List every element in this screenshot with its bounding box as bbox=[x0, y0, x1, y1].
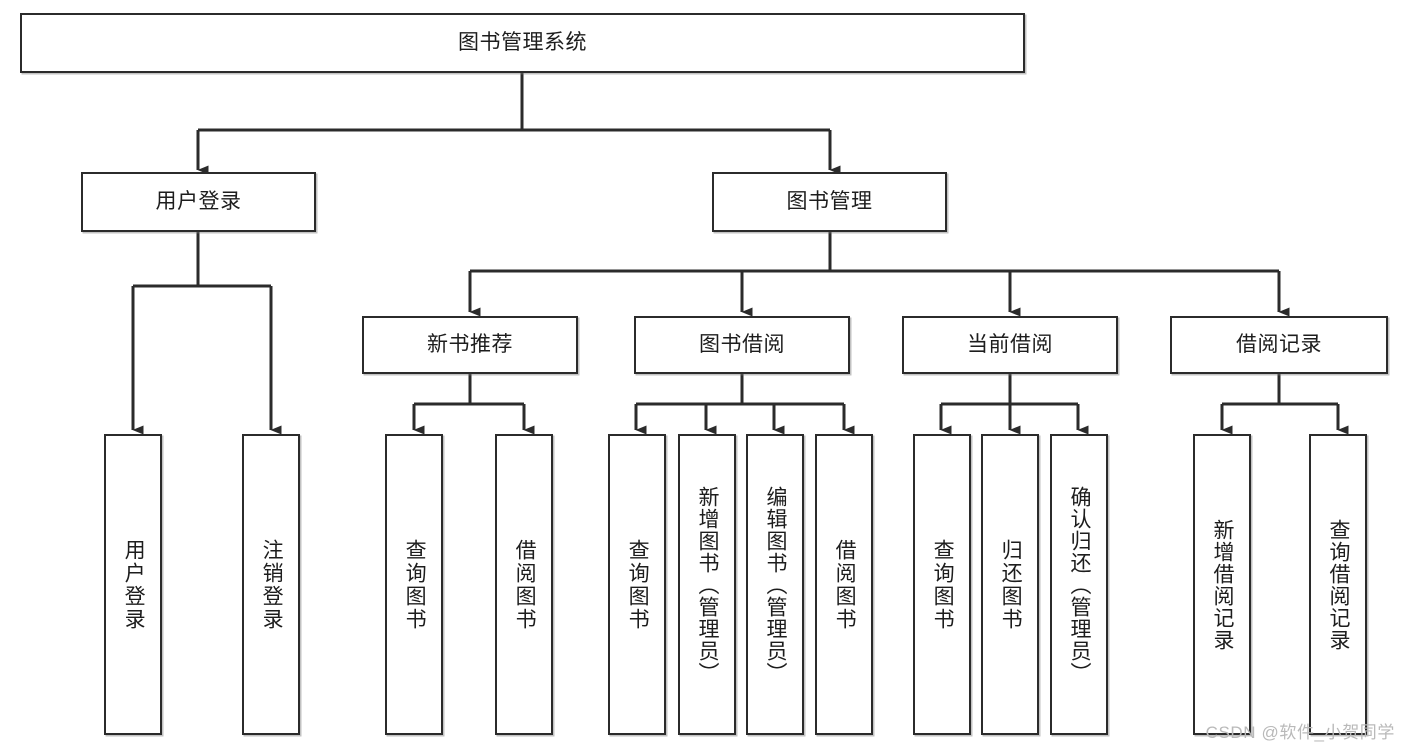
node-leaf-new-book-query[interactable]: 查询图书 bbox=[385, 434, 443, 735]
node-root-book-management-system[interactable]: 图书管理系统 bbox=[20, 13, 1025, 73]
node-leaf-label: 归还图书 bbox=[999, 538, 1023, 631]
node-leaf-book-borrow-action[interactable]: 借阅图书 bbox=[815, 434, 873, 735]
node-borrow-record-label: 借阅记录 bbox=[1236, 333, 1322, 357]
node-leaf-label: 查询图书 bbox=[931, 538, 955, 631]
node-user-login[interactable]: 用户登录 bbox=[81, 172, 316, 232]
node-leaf-label: 新增借阅记录 bbox=[1211, 518, 1235, 651]
node-book-borrow[interactable]: 图书借阅 bbox=[634, 316, 850, 374]
node-leaf-new-book-borrow[interactable]: 借阅图书 bbox=[495, 434, 553, 735]
node-leaf-label: 确认归还（管理员） bbox=[1068, 485, 1092, 684]
node-leaf-current-borrow-return[interactable]: 归还图书 bbox=[981, 434, 1039, 735]
node-root-label: 图书管理系统 bbox=[458, 31, 587, 55]
node-leaf-label: 借阅图书 bbox=[833, 538, 857, 631]
node-new-book-recommend-label: 新书推荐 bbox=[427, 333, 513, 357]
node-leaf-add-borrow-record[interactable]: 新增借阅记录 bbox=[1193, 434, 1251, 735]
node-leaf-label: 注销登录 bbox=[260, 538, 284, 631]
node-leaf-confirm-return-admin[interactable]: 确认归还（管理员） bbox=[1050, 434, 1108, 735]
node-borrow-record[interactable]: 借阅记录 bbox=[1170, 316, 1388, 374]
node-leaf-label: 借阅图书 bbox=[513, 538, 537, 631]
node-leaf-label: 查询图书 bbox=[403, 538, 427, 631]
node-current-borrow-label: 当前借阅 bbox=[967, 333, 1053, 357]
node-leaf-user-login-logout[interactable]: 注销登录 bbox=[242, 434, 300, 735]
node-leaf-label: 编辑图书（管理员） bbox=[764, 485, 788, 684]
csdn-watermark: CSDN @软件_小贺同学 bbox=[1205, 723, 1395, 742]
node-leaf-query-borrow-record[interactable]: 查询借阅记录 bbox=[1309, 434, 1367, 735]
node-book-management[interactable]: 图书管理 bbox=[712, 172, 947, 232]
node-current-borrow[interactable]: 当前借阅 bbox=[902, 316, 1118, 374]
node-leaf-label: 查询图书 bbox=[626, 538, 650, 631]
node-leaf-label: 用户登录 bbox=[122, 538, 146, 631]
node-leaf-label: 查询借阅记录 bbox=[1327, 518, 1351, 651]
node-leaf-label: 新增图书（管理员） bbox=[696, 485, 720, 684]
node-leaf-user-login-signin[interactable]: 用户登录 bbox=[104, 434, 162, 735]
node-book-borrow-label: 图书借阅 bbox=[699, 333, 785, 357]
node-book-management-label: 图书管理 bbox=[786, 190, 873, 214]
node-user-login-label: 用户登录 bbox=[155, 190, 242, 214]
node-leaf-book-edit-admin[interactable]: 编辑图书（管理员） bbox=[746, 434, 804, 735]
node-leaf-current-borrow-query[interactable]: 查询图书 bbox=[913, 434, 971, 735]
node-leaf-book-add-admin[interactable]: 新增图书（管理员） bbox=[678, 434, 736, 735]
node-leaf-book-borrow-query[interactable]: 查询图书 bbox=[608, 434, 666, 735]
node-new-book-recommend[interactable]: 新书推荐 bbox=[362, 316, 578, 374]
